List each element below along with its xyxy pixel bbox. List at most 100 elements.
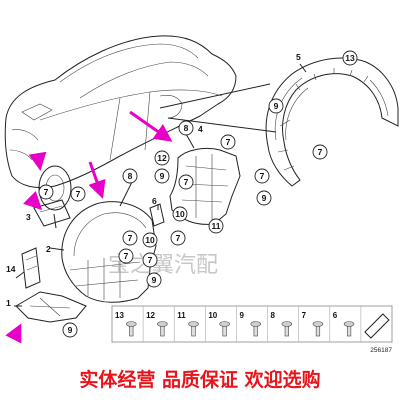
callout-10: 10 [172,206,188,222]
part-6-illustration [149,203,165,227]
parts-row-cell: 11 [173,306,199,342]
callout-circle [122,230,138,246]
leader-lines [14,63,307,307]
callout-7: 7 [142,252,158,268]
callout-circle [154,150,170,166]
part-number-4: 4 [198,124,203,134]
callout-circle [220,134,236,150]
callout-13: 13 [342,50,358,66]
callout-circle [342,50,358,66]
fastener-icon [343,321,355,327]
callout-circle [256,190,272,206]
callout-8: 8 [122,168,138,184]
shim-icon [364,313,390,339]
callout-8: 8 [178,120,194,136]
part-number-14: 14 [6,264,16,274]
parts-row-label: 12 [146,311,155,320]
callout-circle [154,168,170,184]
parts-row-cell: 10 [205,306,230,342]
parts-row-cell [360,306,390,342]
callout-7: 7 [220,134,236,150]
callout-7: 7 [38,184,54,200]
callout-circle [70,186,86,202]
callout-circle [142,232,158,248]
part-number-5: 5 [296,52,301,62]
promo-banner: 实体经营 品质保证 欢迎选购 [79,368,320,391]
callout-12: 12 [154,150,170,166]
callout-label: 7 [76,189,81,199]
callout-circle [312,144,328,160]
callout-label: 9 [68,325,73,335]
callout-label: 7 [124,251,129,261]
part-3-illustration [33,199,71,227]
callout-label: 11 [212,221,221,231]
callout-label: 7 [184,177,189,187]
callout-circle [178,174,194,190]
callout-10: 10 [142,232,158,248]
callout-label: 9 [152,275,157,285]
parts-row-label: 13 [115,311,124,320]
callout-label: 7 [176,233,181,243]
callout-9: 9 [154,168,170,184]
callout-circle [170,230,186,246]
parts-row-cell: 6 [329,306,355,342]
callout-7: 7 [312,144,328,160]
part-1-illustration [15,291,87,323]
callout-label: 10 [175,209,185,219]
callout-11: 11 [208,218,224,234]
callout-9: 9 [62,322,78,338]
parts-row-cell: 8 [267,306,293,342]
part-number-1: 1 [6,298,11,308]
callout-circle [62,322,78,338]
fastener-icon [250,321,262,327]
parts-row-label: 9 [239,311,244,320]
part-number-2: 2 [46,244,51,254]
highlight-arrows [5,110,173,344]
parts-row-label: 11 [177,311,186,320]
plain-label-group: 5 4 6 3 2 14 1 [6,52,301,308]
car-outline-illustration [4,35,237,211]
parts-row-cell: 7 [298,306,324,342]
callout-label: 13 [345,53,355,63]
part-number-3: 3 [26,212,31,222]
callout-7: 7 [170,230,186,246]
callout-circle [172,206,188,222]
parts-row-label: 6 [333,311,338,320]
callout-label: 8 [128,171,133,181]
parts-row-label: 10 [208,311,217,320]
callout-label: 10 [145,235,155,245]
parts-row-cell: 13 [115,311,137,337]
figure-number: 256187 [370,347,392,354]
callout-circle [122,168,138,184]
callout-label: 9 [262,193,267,203]
callout-label: 9 [160,171,165,181]
callout-7: 7 [118,248,134,264]
fastener-icon [125,321,137,327]
callout-label: 7 [226,137,231,147]
fastener-icon [281,321,293,327]
fastener-icon [188,321,199,327]
front-wheel-liner-part-2 [61,201,157,303]
rear-wheel-liner-part-5 [265,57,399,187]
callout-7: 7 [122,230,138,246]
callout-circle [178,120,194,136]
callout-7: 7 [178,174,194,190]
callout-label: 7 [260,171,265,181]
callout-7: 7 [70,186,86,202]
callout-label: 7 [44,187,49,197]
callout-9: 9 [256,190,272,206]
callout-circle [254,168,270,184]
callout-circle [38,184,54,200]
front-liner-part-4 [169,147,241,225]
callout-7: 7 [254,168,270,184]
callout-label: 7 [128,233,133,243]
callout-circle [208,218,224,234]
callout-label: 7 [318,147,323,157]
fastener-icon [312,321,324,327]
callout-label: 9 [274,101,279,111]
callout-9: 9 [268,98,284,114]
part-number-6: 6 [152,196,157,206]
